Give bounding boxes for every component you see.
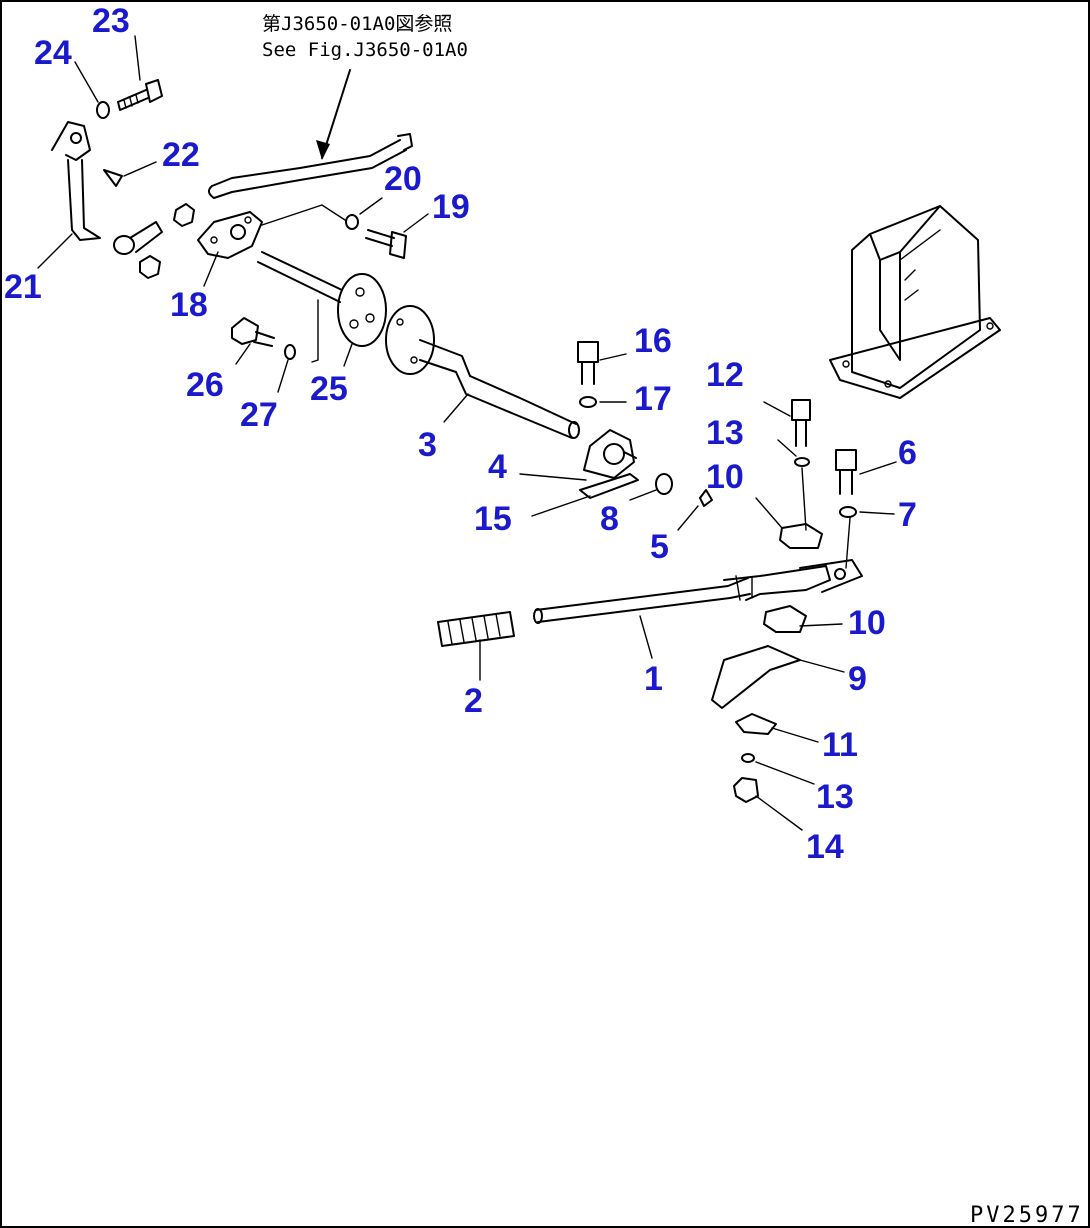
callout-14: 14 — [806, 828, 844, 866]
control-cable — [208, 133, 413, 199]
callout-21: 21 — [4, 268, 42, 306]
lever-rod-1 — [533, 559, 863, 624]
plate-15 — [579, 473, 639, 499]
callout-10-lower: 10 — [848, 604, 886, 642]
callout-25: 25 — [310, 370, 348, 408]
washer-24 — [96, 101, 110, 119]
callout-19: 19 — [432, 188, 470, 226]
shaft-25 — [257, 251, 387, 363]
callout-22: 22 — [162, 136, 200, 174]
bolt-16 — [577, 341, 599, 385]
callout-2: 2 — [464, 682, 483, 720]
reference-note-en: See Fig.J3650-01A0 — [262, 39, 468, 61]
washer-7 — [839, 506, 857, 518]
plate-11 — [735, 713, 777, 735]
callout-16: 16 — [634, 322, 672, 360]
callout-5: 5 — [650, 528, 669, 566]
callout-11: 11 — [822, 726, 858, 764]
reference-arrowhead — [316, 140, 330, 160]
washer-27 — [284, 344, 296, 360]
bolt-26 — [231, 317, 275, 347]
washer-8 — [655, 473, 673, 495]
callout-27: 27 — [240, 396, 278, 434]
bolt-12 — [791, 399, 811, 447]
rod-end — [113, 203, 195, 279]
boot-2 — [437, 611, 515, 647]
callout-6: 6 — [898, 434, 917, 472]
bushing-10-lower — [763, 605, 807, 633]
bolt-23 — [117, 79, 163, 111]
callout-15: 15 — [474, 500, 512, 538]
callout-17: 17 — [634, 380, 672, 418]
callout-26: 26 — [186, 366, 224, 404]
callout-18: 18 — [170, 286, 208, 324]
nut-14 — [733, 777, 759, 803]
bracket-9 — [711, 645, 801, 709]
figure-code: PV25977 — [970, 1203, 1084, 1228]
washer-17 — [579, 396, 597, 408]
callout-7: 7 — [898, 496, 917, 534]
leader-7-rod — [845, 517, 851, 569]
callout-10-upper: 10 — [706, 458, 744, 496]
leader-13-rod — [801, 467, 807, 531]
shaft-3 — [385, 305, 580, 439]
callout-9: 9 — [848, 660, 867, 698]
callout-23: 23 — [92, 2, 130, 40]
washer-13-upper — [794, 457, 810, 467]
callout-13-upper: 13 — [706, 414, 744, 452]
reference-note-jp: 第J3650-01A0図参照 — [262, 13, 452, 35]
callout-24: 24 — [34, 34, 72, 72]
console-housing — [829, 205, 1001, 399]
callout-1: 1 — [644, 660, 663, 698]
lever-21 — [51, 121, 101, 241]
callout-20: 20 — [384, 160, 422, 198]
callout-3: 3 — [418, 426, 437, 464]
bracket-18 — [197, 211, 263, 259]
pin-5 — [699, 489, 713, 507]
bearing-4 — [583, 429, 637, 479]
callout-12: 12 — [706, 356, 744, 394]
washer-20 — [345, 214, 359, 230]
leader-lines — [37, 35, 897, 831]
callout-13-lower: 13 — [816, 778, 854, 816]
bolt-6 — [835, 449, 857, 495]
leader-20-line — [261, 204, 346, 226]
bolt-19 — [365, 229, 407, 259]
clip-22 — [103, 169, 123, 187]
callout-8: 8 — [600, 500, 619, 538]
callout-labels: 23 24 22 20 19 21 18 16 17 12 13 6 10 7 … — [4, 2, 917, 866]
washer-13-lower — [741, 753, 755, 763]
callout-4: 4 — [488, 448, 507, 486]
bushing-10-upper — [779, 523, 823, 549]
